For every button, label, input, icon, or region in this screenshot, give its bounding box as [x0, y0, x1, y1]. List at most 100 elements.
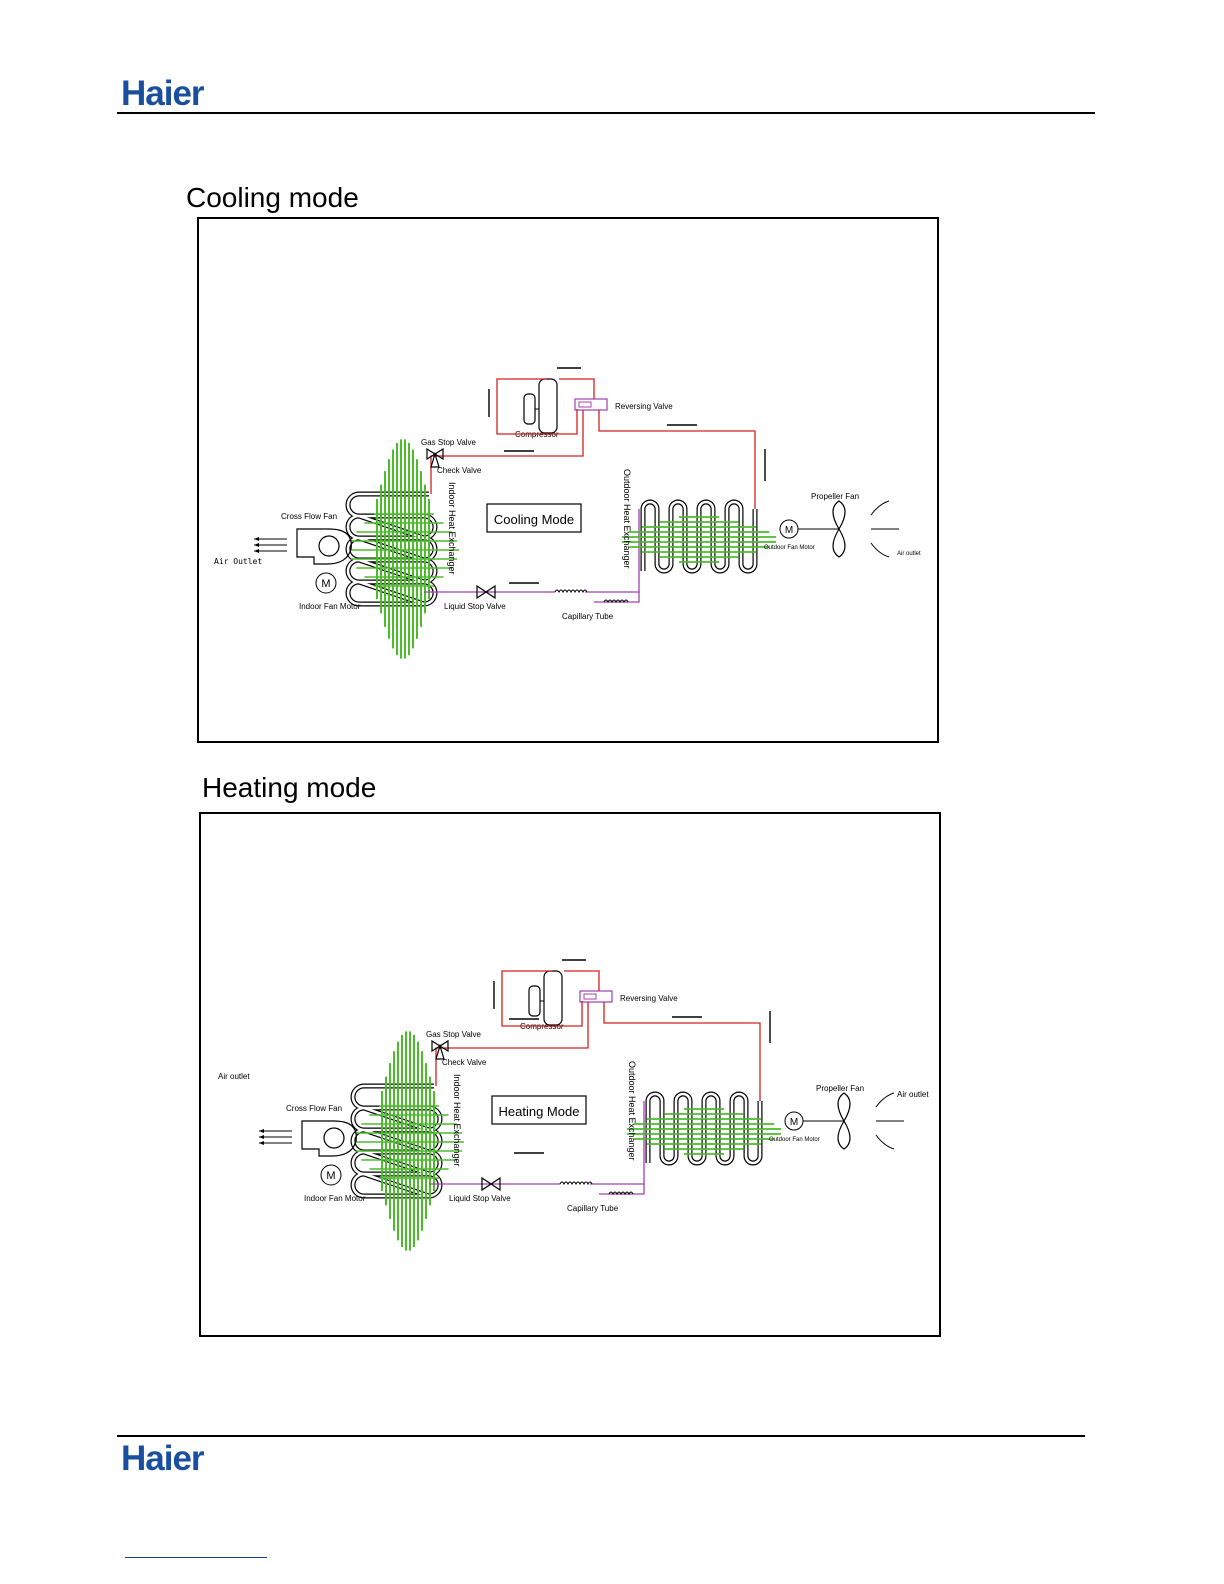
airflow-arrowhead	[254, 537, 259, 541]
capillary-coil	[554, 589, 588, 594]
indoor-fan-motor-label: Indoor Fan Motor	[299, 602, 361, 611]
valve-symbol	[426, 447, 444, 461]
pipe-segment	[594, 592, 640, 603]
indoor-fins	[349, 439, 459, 659]
gas-stop-valve-label: Gas Stop Valve	[426, 1030, 482, 1039]
blade	[832, 500, 846, 530]
valve-symbol	[431, 1039, 449, 1053]
gas-stop-valve-label: Gas Stop Valve	[421, 438, 477, 447]
accumulator	[523, 393, 536, 425]
indoor-heat-exchanger	[350, 1031, 464, 1251]
accumulator	[528, 985, 541, 1017]
indoor-coil-tube-inner	[351, 1084, 442, 1198]
fan-rotor	[323, 1127, 345, 1149]
capillary-coil	[559, 1181, 593, 1186]
cross-flow-fan-label: Cross Flow Fan	[281, 512, 337, 521]
mode-label-box	[491, 1095, 587, 1125]
indoor-hx-label: Indoor Heat Exchanger	[452, 1074, 462, 1167]
cooling-section-title: Cooling mode	[186, 182, 359, 213]
outdoor-fan-motor-label: Outdoor Fan Motor	[764, 545, 815, 551]
indoor-fan-motor-icon	[320, 1164, 342, 1186]
haier-footer-logo: Haier	[121, 1439, 205, 1478]
right-airflow-arrows	[875, 1092, 904, 1150]
liquid-stop-valve	[481, 1176, 501, 1192]
pipe-segment	[430, 410, 584, 494]
header-rule	[117, 112, 1095, 114]
indoor-coil-tube-inner	[346, 492, 437, 606]
left-airflow-arrows	[254, 537, 287, 553]
reversing-valve	[574, 398, 608, 411]
capillary-tube	[559, 1181, 634, 1196]
pipe-segment	[564, 970, 600, 991]
airflow-curve	[875, 1134, 895, 1150]
capillary-coil	[603, 599, 629, 604]
capillary-coil	[608, 1191, 634, 1196]
motor-symbol: M	[326, 1170, 335, 1182]
blade	[837, 1120, 851, 1150]
propeller-fan	[837, 1092, 851, 1150]
compressor	[528, 970, 563, 1026]
haier-logo: Haier	[121, 74, 205, 113]
pipe-segment	[496, 378, 578, 435]
compressor-body	[538, 378, 558, 434]
liquid-stop-valve	[476, 584, 496, 600]
airflow-arrowhead	[254, 549, 259, 553]
right-airflow-arrows	[870, 500, 899, 558]
propeller-fan-label: Propeller Fan	[811, 492, 859, 501]
capillary-tube	[554, 589, 629, 604]
airflow-arrowhead	[254, 543, 259, 547]
outdoor-heat-exchanger	[621, 499, 777, 574]
heating-section-title: Heating mode	[202, 772, 377, 803]
hot-gas-lines	[430, 378, 756, 509]
check-valve-label: Check Valve	[437, 466, 482, 475]
capillary-tube-label: Capillary Tube	[567, 1204, 619, 1213]
cross-flow-fan-label: Cross Flow Fan	[286, 1104, 342, 1113]
airflow-arrowhead	[259, 1135, 264, 1139]
propeller-fan-label: Propeller Fan	[816, 1084, 864, 1093]
pipe-segment	[559, 378, 595, 399]
liquid-stop-valve-label: Liquid Stop Valve	[444, 602, 506, 611]
pipe-segment	[599, 1184, 645, 1195]
cross-flow-fan	[296, 528, 352, 565]
reversing-valve-label: Reversing Valve	[620, 994, 678, 1003]
flow-arrows	[493, 959, 771, 1154]
airflow-curve	[870, 500, 890, 516]
mode-label-box	[486, 503, 582, 533]
hot-gas-lines	[435, 970, 761, 1101]
propeller-fan	[832, 500, 846, 558]
air-outlet-right-label: Air outlet	[897, 551, 921, 557]
fan-housing	[301, 1120, 357, 1157]
pipe-segment	[603, 1002, 761, 1101]
motor-symbol: M	[785, 525, 793, 536]
pipe-segment	[435, 1002, 589, 1086]
motor-symbol: M	[321, 578, 330, 590]
indoor-heat-exchanger	[345, 439, 459, 659]
outdoor-heat-exchanger	[626, 1091, 782, 1166]
indoor-fan-motor-label: Indoor Fan Motor	[304, 1194, 366, 1203]
valve-symbol	[481, 1176, 501, 1192]
outdoor-hx-label: Outdoor Heat Exchanger	[622, 469, 632, 569]
air-outlet-left-label: Air Outlet	[214, 557, 262, 566]
pipe-segment	[598, 410, 756, 509]
air-outlet-right-label: Air outlet	[897, 1090, 929, 1099]
blade	[837, 1092, 851, 1122]
compressor	[523, 378, 558, 434]
airflow-curve	[870, 542, 890, 558]
footer-link-underline	[125, 1557, 267, 1558]
reversing-valve	[579, 990, 613, 1003]
gas-stop-valve	[431, 1039, 449, 1060]
pipe-segment	[501, 970, 583, 1027]
motor-symbol: M	[790, 1117, 798, 1128]
air-outlet-left-label: Air outlet	[218, 1072, 250, 1081]
capillary-tube-label: Capillary Tube	[562, 612, 614, 621]
airflow-arrowhead	[259, 1141, 264, 1145]
left-airflow-arrows	[259, 1129, 292, 1145]
check-valve-label: Check Valve	[442, 1058, 487, 1067]
airflow-curve	[875, 1092, 895, 1108]
